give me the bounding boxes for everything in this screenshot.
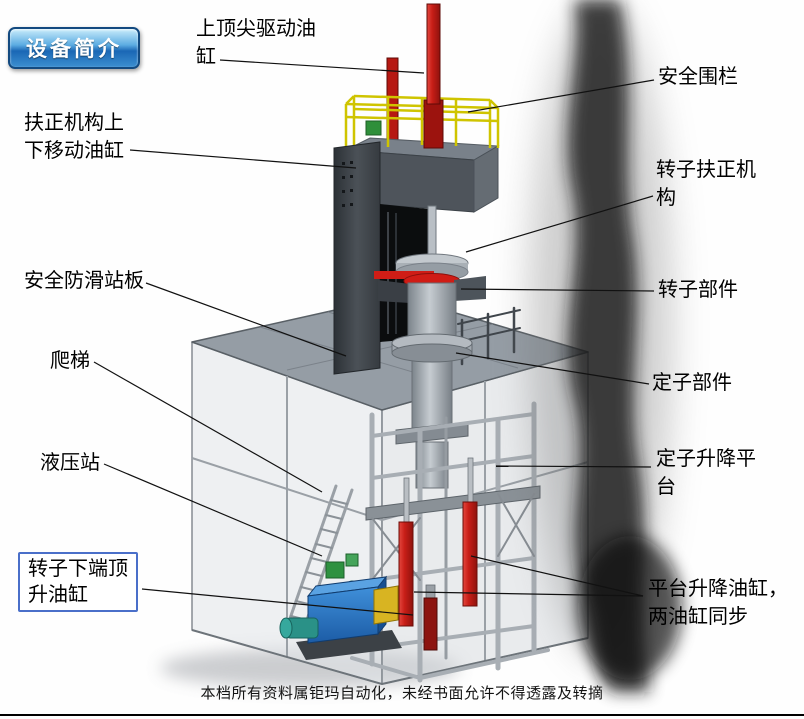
label-antislip-platform: 安全防滑站板	[24, 270, 144, 292]
leader-platform-lift-a	[413, 591, 644, 597]
bottom-jack-cylinder	[423, 584, 438, 651]
hydraulic-station-graphic	[279, 553, 402, 660]
leader-rotor-part	[460, 288, 655, 292]
lift-cylinders	[398, 457, 478, 627]
footer-note: 本档所有资料属钜玛自动化，未经书面允许不得透露及转摘	[200, 686, 604, 702]
bottom-border-line	[0, 714, 804, 716]
leader-rotor-centering	[465, 195, 654, 253]
title-badge: 设备简介	[8, 27, 140, 69]
label-centering-cylinder: 扶正机构上 下移动油缸	[24, 112, 124, 162]
safety-railing	[344, 94, 500, 152]
leader-lines	[93, 59, 655, 616]
leader-stator-part	[455, 352, 650, 385]
label-rotor-centering: 转子扶正机 构	[656, 159, 756, 209]
label-platform-lift-cylinder: 平台升降油缸， 两油缸同步	[648, 578, 788, 628]
label-top-drive-cylinder: 上顶尖驱动油 缸	[196, 18, 316, 68]
top-drive-cylinder	[423, 3, 444, 149]
rotor-body	[407, 282, 457, 342]
title-badge-label: 设备简介	[26, 38, 122, 61]
label-stator-part: 定子部件	[652, 372, 732, 394]
leader-hydraulic-station	[103, 463, 323, 557]
centering-arm	[378, 280, 410, 303]
lift-cylinder-right	[462, 501, 478, 607]
label-rotor-bottom-cylinder: 转子下端顶 升油缸	[18, 552, 138, 612]
leader-ladder	[93, 361, 323, 493]
leader-platform-lift-b	[470, 555, 644, 597]
smoke-shadow	[528, 0, 682, 692]
label-hydraulic-station: 液压站	[40, 452, 100, 474]
electric-box	[373, 585, 399, 625]
leader-antislip-platform	[145, 282, 347, 357]
leader-safety-fence	[467, 79, 655, 113]
leader-top-drive-cylinder	[219, 59, 425, 74]
centering-red-bar	[374, 271, 434, 279]
leader-centering-cylinder	[129, 149, 357, 169]
label-rotor-part: 转子部件	[658, 279, 738, 301]
label-safety-fence: 安全围栏	[658, 66, 738, 88]
label-stator-lift-platform: 定子升降平 台	[656, 448, 756, 498]
hydraulic-tank	[307, 586, 379, 644]
label-ladder: 爬梯	[50, 350, 90, 372]
rotor-assembly	[374, 205, 486, 363]
leader-stator-lift	[495, 465, 652, 468]
lift-cylinder-left	[398, 521, 414, 627]
leader-rotor-bottom-cyl	[141, 588, 414, 616]
